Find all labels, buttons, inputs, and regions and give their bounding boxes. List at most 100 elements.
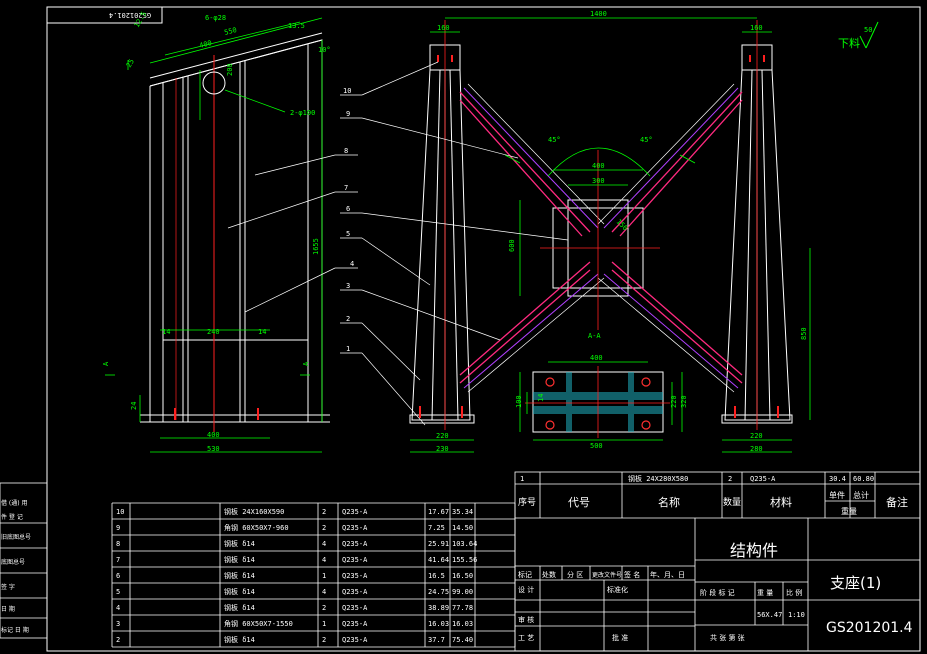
section-aa-label: A-A — [588, 332, 601, 340]
svg-text:重 量: 重 量 — [757, 589, 773, 597]
dim-section-400: 400 — [590, 354, 603, 362]
parts-cell-mat: Q235-A — [342, 636, 368, 644]
svg-text:1: 1 — [520, 475, 524, 483]
svg-text:2: 2 — [728, 475, 732, 483]
parts-cell-total: 155.56 — [452, 556, 477, 564]
front-view: 160 1400 160 45° 45° 400 300 600 150 850… — [340, 10, 811, 453]
svg-text:年、月、日: 年、月、日 — [650, 570, 685, 579]
svg-text:更改文件号: 更改文件号 — [592, 571, 622, 579]
xialiao-mark: 下料 50 — [838, 21, 879, 50]
dim-240: 240 — [207, 328, 220, 336]
svg-text:旧底图总号: 旧底图总号 — [1, 533, 31, 541]
dim-2-holes: 2-φ100 — [290, 109, 315, 117]
cut-a-left: A — [102, 361, 110, 366]
hdr-code: 代号 — [568, 496, 590, 509]
parts-cell-mat: Q235-A — [342, 524, 368, 532]
hdr-unit: 单件 — [829, 490, 845, 500]
parts-cell-mat: Q235-A — [342, 572, 368, 580]
hdr-total: 总计 — [853, 490, 869, 500]
parts-cell-mat: Q235-A — [342, 588, 368, 596]
svg-text:阶 段 标 记: 阶 段 标 记 — [700, 588, 735, 597]
parts-cell-name: 钢板 δ14 — [224, 539, 255, 548]
hdr-weight: 重量 — [841, 506, 857, 516]
cut-a-right: A — [302, 361, 310, 366]
svg-text:标记 日 期: 标记 日 期 — [1, 626, 29, 634]
svg-text:下料: 下料 — [838, 36, 860, 50]
parts-cell-no: 7 — [116, 556, 120, 564]
hdr-no: 序号 — [518, 496, 536, 508]
parts-cell-unit: 38.89 — [428, 604, 449, 612]
hdr-name: 名称 — [658, 495, 680, 509]
svg-text:件 登 记: 件 登 记 — [1, 513, 23, 521]
dim-section-100: 100 — [515, 395, 523, 408]
parts-cell-no: 2 — [116, 636, 120, 644]
hdr-qty: 数量 — [723, 496, 741, 508]
dim-45-right: 45° — [640, 136, 653, 144]
parts-cell-qty: 2 — [322, 636, 326, 644]
parts-cell-unit: 41.64 — [428, 556, 449, 564]
svg-text:审 核: 审 核 — [518, 615, 534, 624]
dim-220-right: 220 — [750, 432, 763, 440]
title-block-text: 1 钢板 24X280X580 2 Q235-A 30.4 60.80 序号 代… — [518, 474, 913, 642]
dim-6-holes: 6-φ28 — [205, 14, 226, 22]
dim-1400: 1400 — [590, 10, 607, 18]
parts-cell-no: 3 — [116, 620, 120, 628]
parts-cell-no: 4 — [116, 604, 120, 612]
parts-cell-unit: 25.91 — [428, 540, 449, 548]
svg-text:工 艺: 工 艺 — [518, 634, 534, 642]
drawing-frame — [46, 6, 921, 652]
parts-cell-mat: Q235-A — [342, 604, 368, 612]
dim-400-bottom: 400 — [207, 431, 220, 439]
leader-4: 4 — [350, 260, 354, 268]
svg-text:处数: 处数 — [542, 570, 556, 579]
parts-cell-no: 8 — [116, 540, 120, 548]
parts-cell-mat: Q235-A — [342, 508, 368, 516]
svg-text:日 期: 日 期 — [1, 605, 15, 613]
dim-230: 230 — [436, 445, 449, 453]
dim-200: 200 — [226, 63, 234, 76]
parts-cell-qty: 1 — [322, 620, 326, 628]
dim-280: 280 — [750, 445, 763, 453]
parts-cell-mat: Q235-A — [342, 620, 368, 628]
dim-24: 24 — [130, 402, 138, 410]
dim-section-500: 500 — [590, 442, 603, 450]
drawing-number: GS201201.4 — [826, 620, 913, 636]
svg-text:标记: 标记 — [518, 570, 532, 579]
svg-text:共 张 第 张: 共 张 第 张 — [710, 633, 745, 642]
dim-section-14: 14 — [537, 394, 545, 402]
dim-14-right: 14 — [258, 328, 266, 336]
leader-1: 1 — [346, 345, 350, 353]
parts-cell-total: 16.50 — [452, 572, 473, 580]
title-main: 结构件 — [730, 541, 778, 560]
svg-text:设 计: 设 计 — [518, 585, 534, 594]
dim-530: 530 — [207, 445, 220, 453]
dim-400-center: 400 — [592, 162, 605, 170]
parts-cell-qty: 4 — [322, 540, 326, 548]
svg-text:30.4: 30.4 — [829, 475, 846, 483]
parts-cell-total: 77.78 — [452, 604, 473, 612]
parts-cell-total: 103.64 — [452, 540, 477, 548]
parts-cell-qty: 2 — [322, 604, 326, 612]
parts-cell-unit: 24.75 — [428, 588, 449, 596]
dim-section-320: 320 — [680, 395, 688, 408]
parts-cell-mat: Q235-A — [342, 540, 368, 548]
leader-7: 7 — [344, 184, 348, 192]
parts-cell-total: 35.34 — [452, 508, 473, 516]
leader-2: 2 — [346, 315, 350, 323]
hdr-note: 备注 — [886, 495, 908, 509]
parts-cell-qty: 4 — [322, 588, 326, 596]
parts-cell-unit: 17.67 — [428, 508, 449, 516]
svg-text:借 (通) 用: 借 (通) 用 — [1, 499, 28, 507]
svg-text:标准化: 标准化 — [607, 585, 628, 594]
dim-10-deg: 10° — [318, 46, 331, 54]
parts-cell-name: 角钢 60X50X7-960 — [224, 523, 289, 532]
parts-cell-unit: 7.25 — [428, 524, 445, 532]
parts-cell-name: 钢板 δ14 — [224, 603, 255, 612]
parts-cell-qty: 1 — [322, 572, 326, 580]
dim-400-top: 400 — [198, 39, 212, 50]
svg-text:分 区: 分 区 — [567, 570, 583, 579]
parts-cell-name: 钢板 δ14 — [224, 635, 255, 644]
parts-cell-name: 钢板 24X160X590 — [224, 507, 284, 516]
